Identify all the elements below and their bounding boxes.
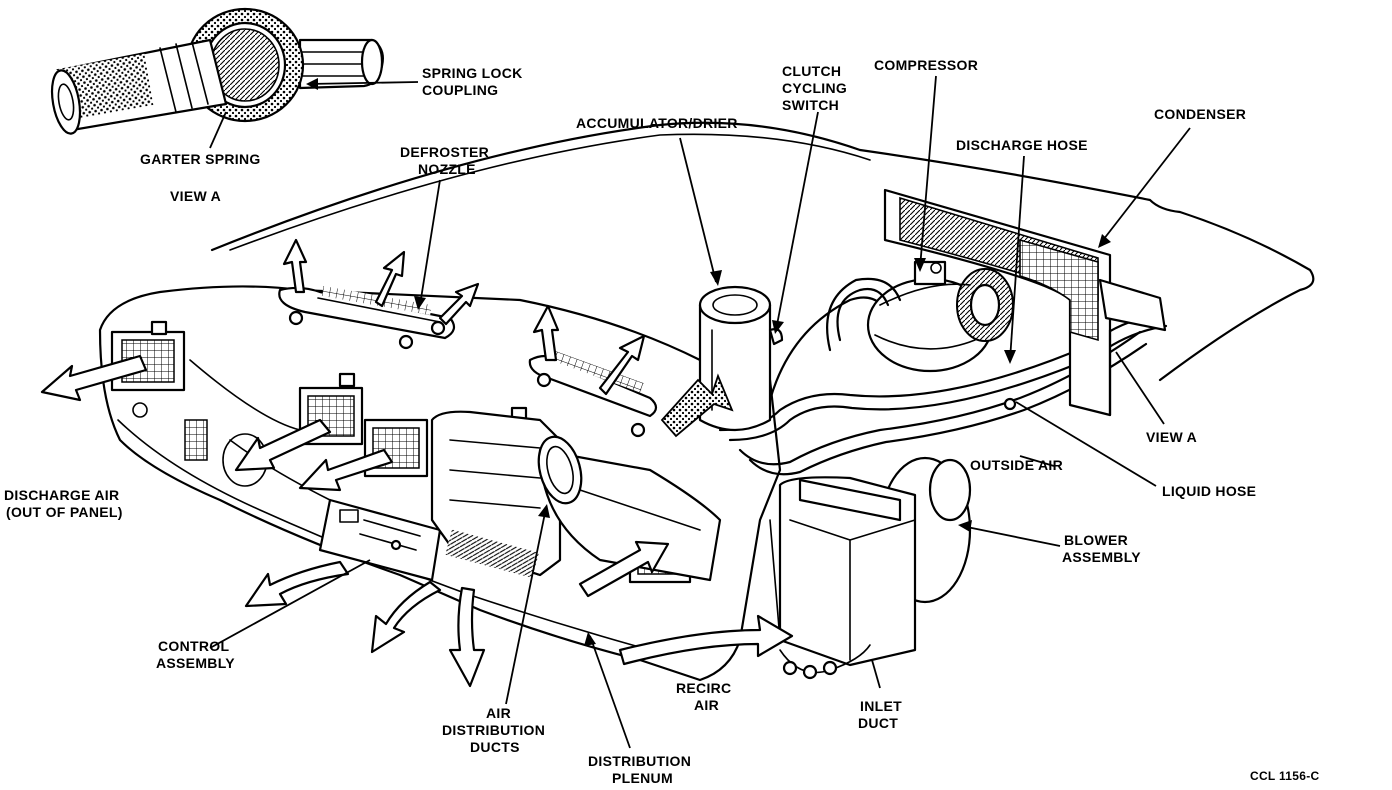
- condenser: [883, 188, 1167, 417]
- clutch-cycling-switch-label-l2: CYCLING: [782, 80, 847, 96]
- blower-assembly-label-l2: ASSEMBLY: [1062, 549, 1141, 565]
- air-distribution-duct: [537, 435, 722, 598]
- view-a-inset-label: VIEW A: [170, 188, 221, 204]
- blower-assembly: [769, 456, 972, 680]
- control-assembly-label-l2: ASSEMBLY: [156, 655, 235, 671]
- recirc-air-arrow: [618, 614, 794, 666]
- leader-lines: [209, 75, 1191, 749]
- control-assembly-label-l1: CONTROL: [158, 638, 229, 654]
- air-distribution-ducts-label-l3: DUCTS: [470, 739, 520, 755]
- view-a-callout-label: VIEW A: [1146, 429, 1197, 445]
- defroster-airflow-arrows: [282, 238, 646, 396]
- discharge-air-arrows: [40, 354, 394, 492]
- floor-air-arrows: [244, 560, 486, 688]
- defroster-nozzle-label-l1: DEFROSTER: [400, 144, 489, 160]
- control-assembly-unit: [318, 498, 442, 582]
- windshield-outline: [210, 121, 1315, 382]
- discharge-hose-label: DISCHARGE HOSE: [956, 137, 1088, 153]
- discharge-air-label-l2: (OUT OF PANEL): [6, 504, 123, 520]
- spring-lock-coupling-label-l2: COUPLING: [422, 82, 498, 98]
- spring-lock-coupling-leader: [307, 81, 419, 85]
- spring-lock-coupling-label-l1: SPRING LOCK: [422, 65, 523, 81]
- distribution-plenum: [430, 410, 562, 578]
- compressor: [826, 260, 1014, 373]
- inlet-duct-label-l1: INLET: [860, 698, 902, 714]
- discharge-air-label-l1: DISCHARGE AIR: [4, 487, 119, 503]
- spring-lock-coupling-illustration: [50, 7, 384, 135]
- condenser-label: CONDENSER: [1154, 106, 1246, 122]
- accumulator-drier: [660, 285, 784, 438]
- compressor-label: COMPRESSOR: [874, 57, 978, 73]
- recirc-air-label-l1: RECIRC: [676, 680, 731, 696]
- figure-code-label: CCL 1156-C: [1250, 769, 1320, 783]
- clutch-cycling-switch-label-l3: SWITCH: [782, 97, 839, 113]
- distribution-plenum-label-l2: PLENUM: [612, 770, 673, 786]
- labels: SPRING LOCK COUPLING GARTER SPRING VIEW …: [4, 57, 1320, 786]
- garter-spring-label: GARTER SPRING: [140, 151, 261, 167]
- accumulator-drier-label: ACCUMULATOR/DRIER: [576, 115, 738, 131]
- recirc-air-label-l2: AIR: [694, 697, 719, 713]
- clutch-cycling-switch-label-l1: CLUTCH: [782, 63, 841, 79]
- garter-spring-leader: [209, 111, 227, 149]
- spring-lock-coupling-arrowhead: [306, 78, 318, 90]
- air-distribution-ducts-label-l2: DISTRIBUTION: [442, 722, 545, 738]
- defroster-nozzle-label-l2: NOZZLE: [418, 161, 476, 177]
- inlet-duct-label-l2: DUCT: [858, 715, 898, 731]
- outside-air-label: OUTSIDE AIR: [970, 457, 1063, 473]
- air-distribution-ducts-label-l1: AIR: [486, 705, 511, 721]
- blower-assembly-label-l1: BLOWER: [1064, 532, 1128, 548]
- liquid-hose-label: LIQUID HOSE: [1162, 483, 1256, 499]
- distribution-plenum-label-l1: DISTRIBUTION: [588, 753, 691, 769]
